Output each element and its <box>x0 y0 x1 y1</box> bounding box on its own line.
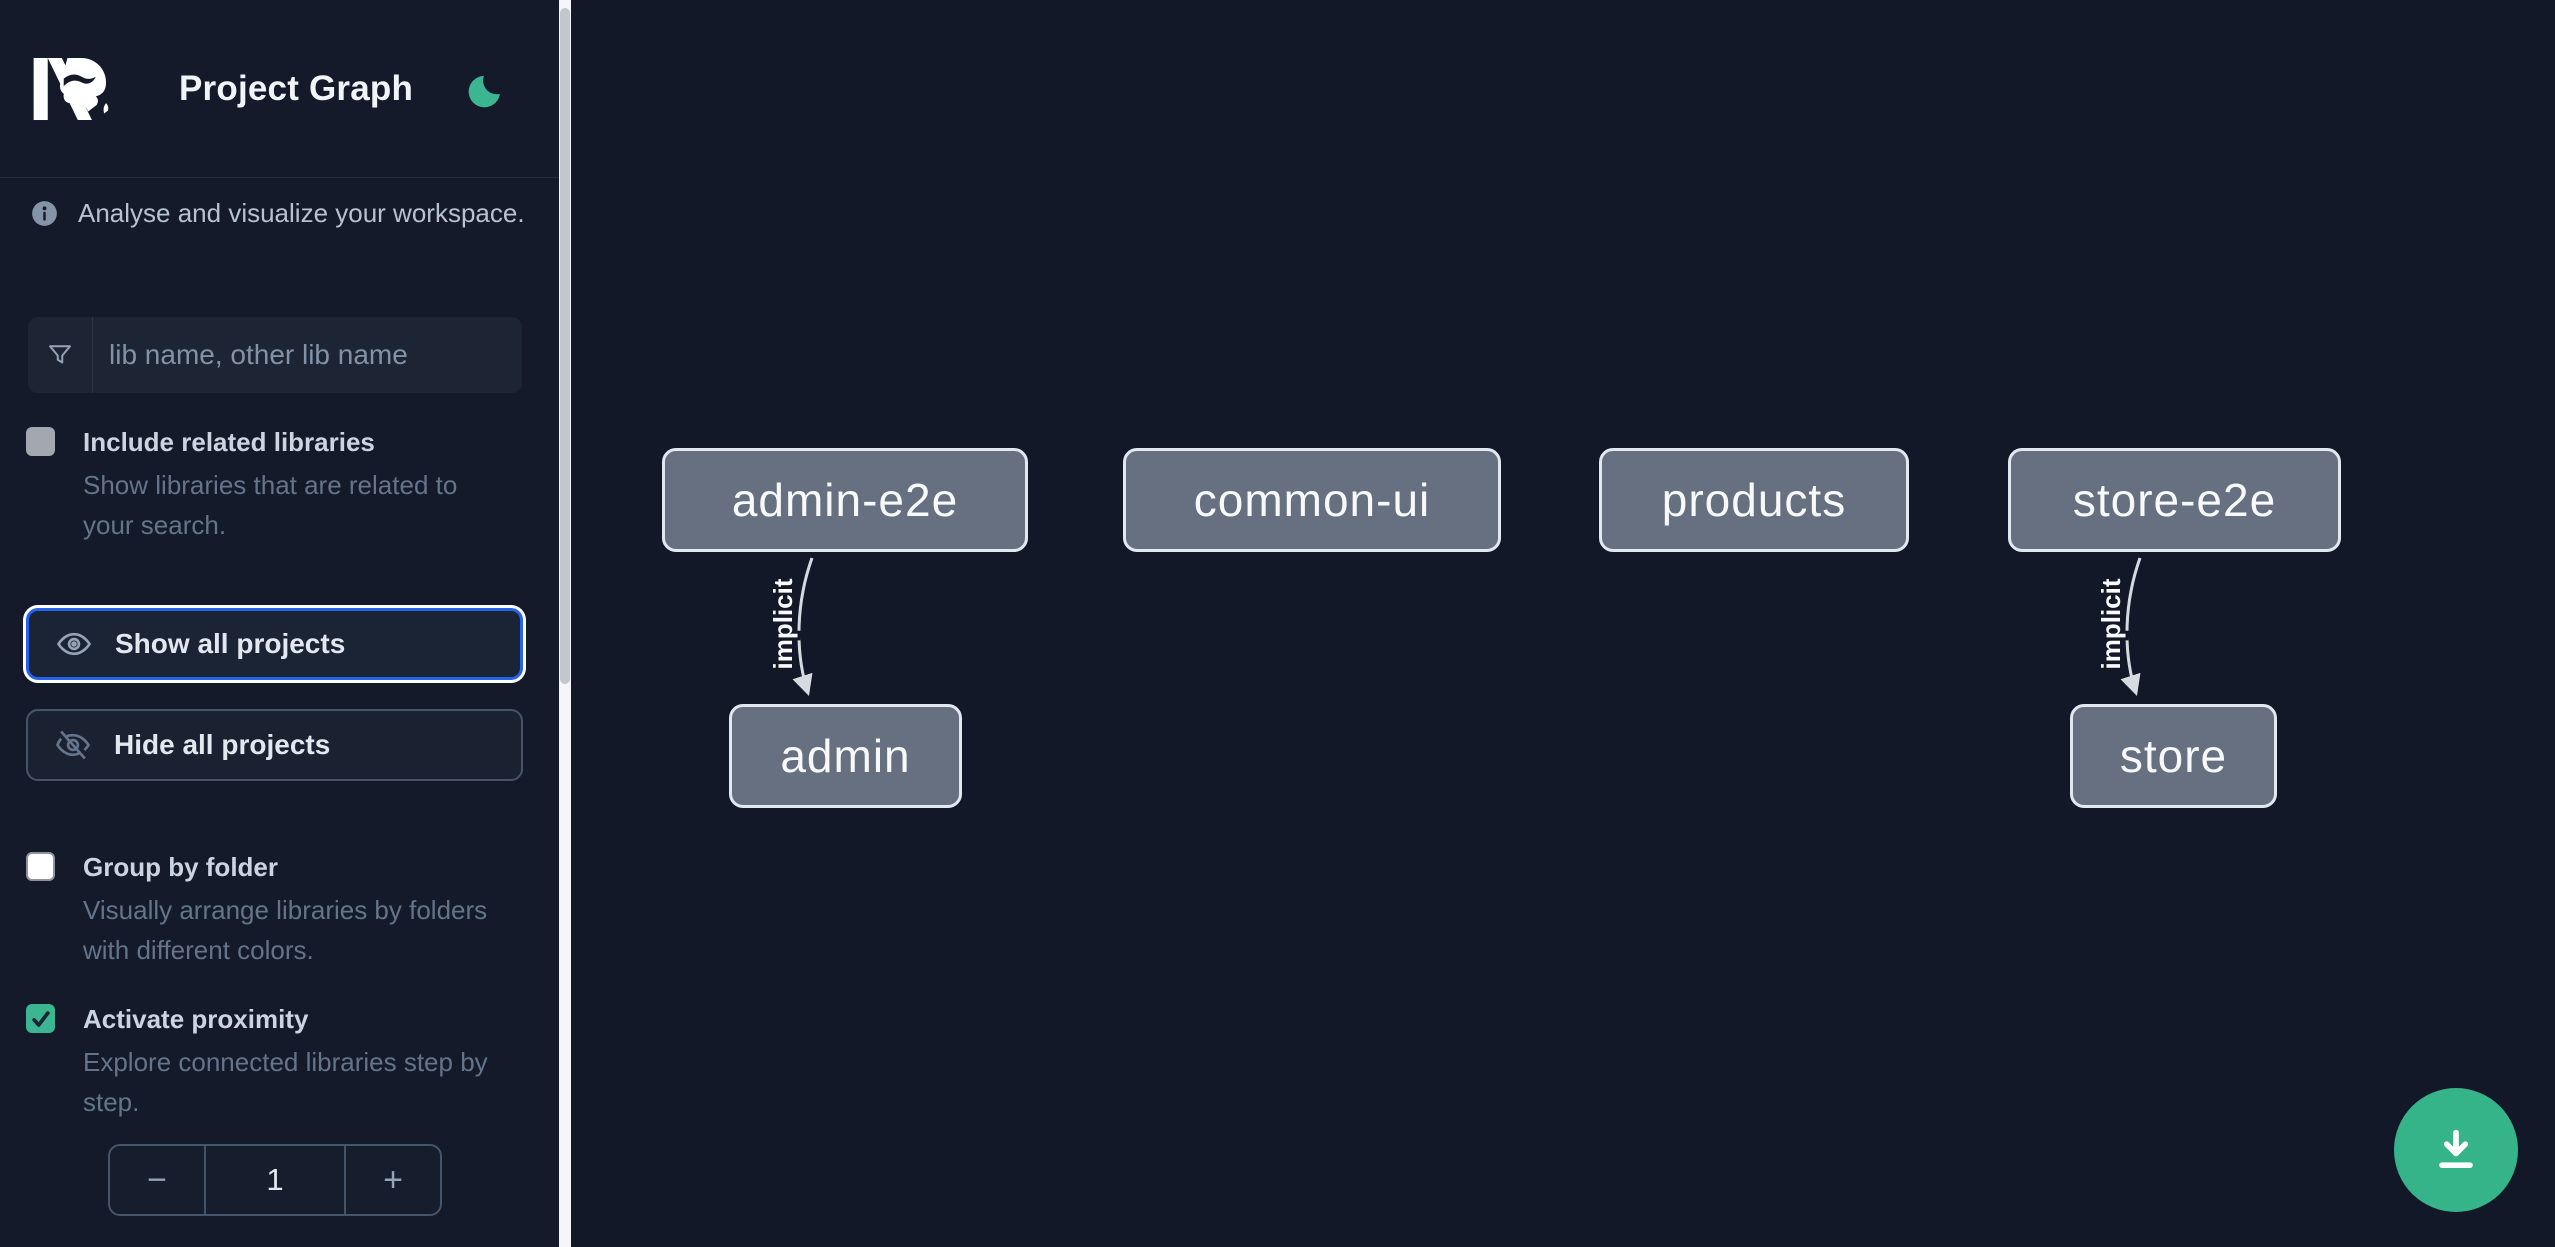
tagline-row: Analyse and visualize your workspace. <box>31 198 525 229</box>
hide-all-projects-button[interactable]: Hide all projects <box>26 709 523 781</box>
decrease-proximity-button[interactable]: − <box>110 1146 204 1214</box>
sidebar-header: Project Graph <box>0 0 559 178</box>
proximity-stepper: − + <box>108 1144 442 1216</box>
sidebar-scrollbar-thumb[interactable] <box>560 8 570 684</box>
check-icon <box>31 1010 50 1027</box>
graph-node-common-ui[interactable]: common-ui <box>1123 448 1501 552</box>
show-all-projects-label: Show all projects <box>115 628 346 659</box>
graph-canvas[interactable]: implicit implicit admin-e2e common-ui pr… <box>571 0 2555 1247</box>
include-related-description: Show libraries that are related to your … <box>83 470 458 540</box>
option-include-related: Include related libraries Show libraries… <box>26 425 526 545</box>
show-all-projects-button[interactable]: Show all projects <box>26 608 523 680</box>
edge-admin-e2e-admin <box>792 557 814 696</box>
moon-icon <box>468 67 508 107</box>
nx-logo <box>33 57 109 120</box>
theme-toggle-button[interactable] <box>465 67 509 111</box>
proximity-value-input[interactable] <box>204 1146 346 1214</box>
graph-node-products[interactable]: products <box>1599 448 1909 552</box>
increase-proximity-button[interactable]: + <box>346 1146 440 1214</box>
edge-label: implicit <box>768 578 798 669</box>
filter-icon <box>28 317 93 393</box>
option-activate-proximity: Activate proximity Explore connected lib… <box>26 1002 526 1122</box>
group-by-folder-checkbox[interactable] <box>26 852 55 881</box>
download-graph-button[interactable] <box>2394 1088 2518 1212</box>
search-input[interactable] <box>93 317 522 393</box>
eye-icon <box>56 632 92 656</box>
include-related-checkbox[interactable] <box>26 427 55 456</box>
search-box <box>28 317 522 393</box>
graph-node-store-e2e[interactable]: store-e2e <box>2008 448 2341 552</box>
edge-label: implicit <box>2096 578 2126 669</box>
graph-node-store[interactable]: store <box>2070 704 2277 808</box>
graph-node-admin-e2e[interactable]: admin-e2e <box>662 448 1028 552</box>
activate-proximity-label: Activate proximity <box>83 1004 309 1034</box>
download-icon <box>2439 1129 2473 1168</box>
activate-proximity-description: Explore connected libraries step by step… <box>83 1047 488 1117</box>
activate-proximity-checkbox[interactable] <box>26 1004 55 1033</box>
page-title: Project Graph <box>179 68 414 108</box>
graph-edges: implicit implicit <box>765 557 2142 696</box>
hide-all-projects-label: Hide all projects <box>114 729 331 760</box>
group-by-folder-label: Group by folder <box>83 852 278 882</box>
info-icon <box>32 201 57 226</box>
group-by-folder-description: Visually arrange libraries by folders wi… <box>83 895 488 965</box>
tagline-text: Analyse and visualize your workspace. <box>78 198 525 228</box>
sidebar: Project Graph Analyse and visualize your… <box>0 0 559 1247</box>
eye-off-icon <box>56 730 91 760</box>
graph-node-admin[interactable]: admin <box>729 704 962 808</box>
include-related-label: Include related libraries <box>83 427 375 457</box>
edge-store-e2e-store <box>2120 557 2142 696</box>
option-group-by-folder: Group by folder Visually arrange librari… <box>26 850 526 970</box>
